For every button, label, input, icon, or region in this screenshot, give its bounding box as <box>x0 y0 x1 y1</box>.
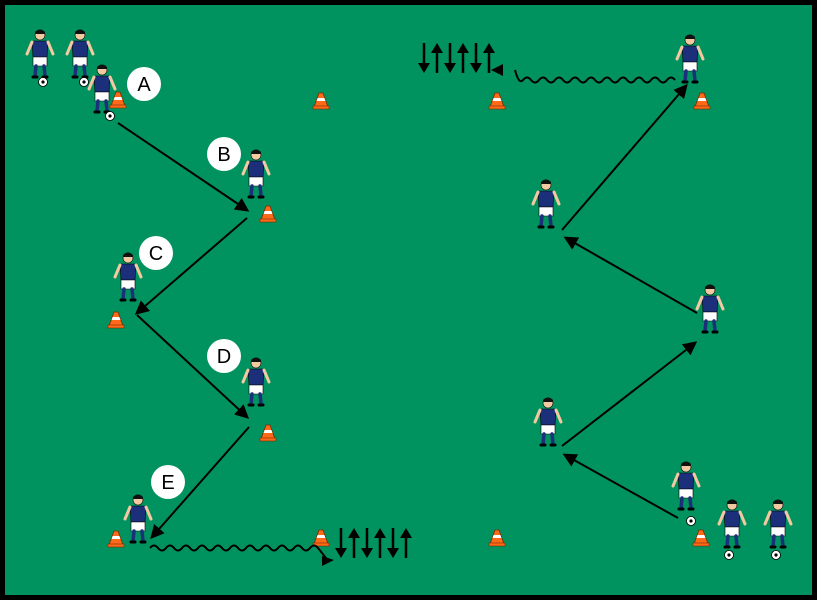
ball-icon <box>105 111 115 121</box>
svg-text:E: E <box>161 472 174 494</box>
pass-arrows-right <box>561 83 698 519</box>
svg-text:D: D <box>217 346 231 368</box>
ball-icon <box>686 516 696 526</box>
dribble-arrowhead-left <box>322 556 334 566</box>
ball-icon <box>724 550 734 560</box>
svg-text:A: A <box>137 74 151 96</box>
ball-icon <box>771 550 781 560</box>
dribble-path-left <box>149 544 327 559</box>
dribble-path-right <box>514 69 676 84</box>
station-label-c: C <box>139 236 173 270</box>
svg-text:C: C <box>149 243 163 265</box>
station-label-a: A <box>127 67 161 101</box>
station-label-d: D <box>207 339 241 373</box>
ball-icon <box>38 77 48 87</box>
dribble-arrowhead-right <box>491 64 503 76</box>
svg-text:B: B <box>217 144 230 166</box>
pass-arrows-left <box>117 122 250 540</box>
ball-icon <box>79 77 89 87</box>
station-label-e: E <box>151 465 185 499</box>
station-label-b: B <box>207 137 241 171</box>
